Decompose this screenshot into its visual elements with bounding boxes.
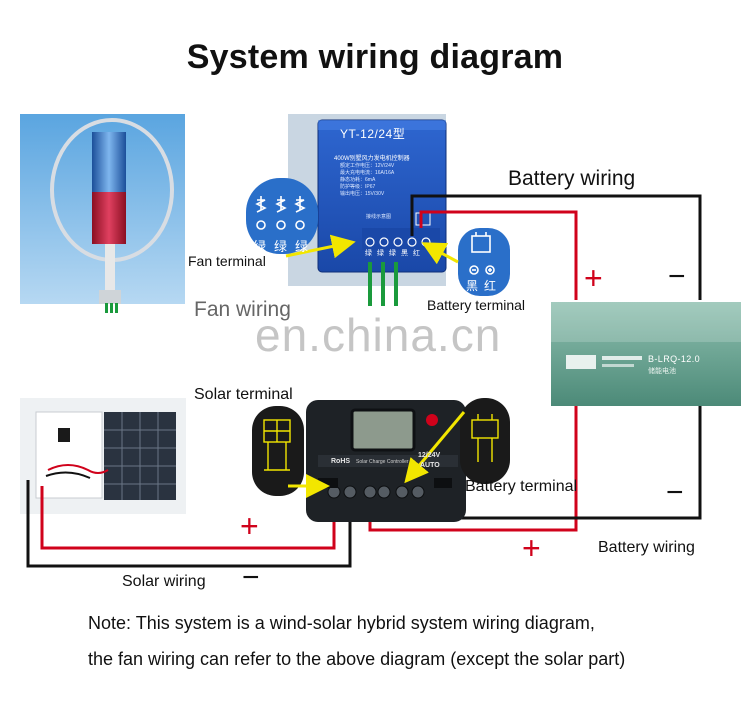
solar-controller-label: Solar Charge Controller (356, 459, 409, 465)
solar-wiring (26, 480, 352, 568)
terminal-label: 黑 (401, 250, 408, 257)
battery-callout-label: 黑 (466, 279, 479, 293)
battery-callout-label: 红 (484, 279, 497, 293)
battery-callout-bubble (458, 228, 510, 296)
terminal-label: 绿 (377, 250, 384, 257)
terminal-label: 红 (413, 250, 420, 257)
solar-controller-mode: AUTO (420, 462, 440, 469)
fan-wires (368, 262, 398, 306)
yellow-arrows (285, 234, 466, 498)
battery-wiring-bottom-label: Battery wiring (598, 539, 695, 556)
wind-controller-model: YT-12/24型 (340, 127, 406, 141)
spec-line: 静态功耗：6mA (340, 177, 376, 183)
fan-callout-labels: 绿 绿 绿 (253, 236, 308, 255)
fan-terminal-label: Fan terminal (188, 253, 266, 269)
solar-panel-image (20, 398, 186, 514)
battery-terminal-top-label: Battery terminal (427, 297, 526, 313)
plus-sign: + (240, 508, 259, 544)
solar-controller-voltage: 12/24V (418, 452, 441, 459)
battery-terminal-callout (460, 398, 510, 484)
battery-terminal-bottom-label: Battery terminal (465, 478, 578, 495)
fan-label: 绿 (274, 239, 288, 254)
wind-controller-specs: 额定工作电压：12V/24V 最大充电电流：16A/16A 静态功耗：6mA 防… (340, 163, 394, 198)
solar-terminal-callout (252, 406, 304, 496)
minus-sign: − (666, 476, 684, 509)
battery-image (551, 302, 741, 406)
fan-label: 绿 (295, 239, 309, 254)
minus-sign: − (242, 561, 260, 594)
wind-controller-subtitle: 400W别墅风力发电机控制器 (334, 156, 410, 162)
spec-line: 防护等级：IP67 (340, 184, 376, 190)
minus-sign: − (668, 260, 686, 293)
spec-line: 输出电压：15V/30V (340, 191, 385, 197)
terminal-label: 绿 (365, 250, 372, 257)
note-line-2: the fan wiring can refer to the above di… (88, 649, 626, 669)
plus-sign: + (522, 530, 541, 566)
battery-callout-labels: 黑 红 (466, 277, 496, 294)
battery-small-text: 储能电池 (648, 368, 676, 375)
wind-controller-terminals (362, 212, 440, 250)
note-line-1: Note: This system is a wind-solar hybrid… (88, 613, 595, 633)
wind-turbine-image (20, 114, 185, 313)
spec-line: 最大充电电流：16A/16A (340, 170, 395, 176)
battery-wiring-top-label: Battery wiring (508, 167, 636, 190)
plus-sign: + (584, 260, 603, 296)
fan-label: 绿 (253, 239, 267, 254)
rohs-badge: RoHS (331, 458, 351, 465)
fan-wiring-label: Fan wiring (194, 298, 291, 321)
battery-brand: B-LRQ-12.0 (648, 354, 701, 364)
spec-line: 额定工作电压：12V/24V (340, 163, 395, 169)
wind-controller-terminal-labels: 绿 绿 绿 黑 红 (365, 248, 445, 258)
terminal-label: 绿 (389, 250, 396, 257)
battery-wiring-top (410, 194, 702, 300)
wind-controller-footer: 接线示意图 (366, 214, 392, 220)
solar-wiring-label: Solar wiring (122, 573, 206, 590)
solar-terminal-label: Solar terminal (194, 386, 293, 403)
watermark: en.china.cn (255, 309, 502, 361)
fan-callout-bubble (246, 178, 318, 254)
page-title: System wiring diagram (186, 38, 564, 76)
